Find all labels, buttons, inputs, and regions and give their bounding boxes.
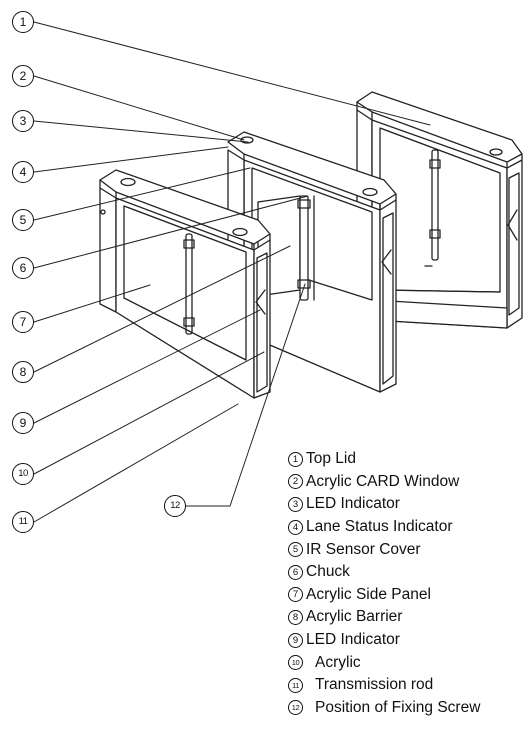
callout-10-marker: 10 <box>12 463 34 485</box>
legend-label: Position of Fixing Screw <box>315 698 481 716</box>
callout-number: 12 <box>170 500 180 512</box>
callout-number: 1 <box>19 15 27 29</box>
legend-label: Chuck <box>306 563 350 581</box>
callout-3-marker: 3 <box>12 110 34 132</box>
callout-7-marker: 7 <box>12 311 34 333</box>
legend-item: 10 Acrylic <box>288 651 480 674</box>
callout-12-marker: 12 <box>164 495 186 517</box>
callout-number: 4 <box>19 165 27 179</box>
callout-2-marker: 2 <box>12 65 34 87</box>
legend-item: 12 Position of Fixing Screw <box>288 697 480 720</box>
callout-number: 3 <box>19 114 27 128</box>
callout-number: 2 <box>19 69 27 83</box>
legend-number: 1 <box>288 451 303 467</box>
legend-label: LED Indicator <box>306 631 400 649</box>
legend-label: Lane Status Indicator <box>306 518 453 536</box>
callout-4-marker: 4 <box>12 161 34 183</box>
legend-number: 8 <box>288 609 303 625</box>
callout-number: 8 <box>19 365 27 379</box>
callout-9-marker: 9 <box>12 412 34 434</box>
legend-label: LED Indicator <box>306 495 400 513</box>
legend-number: 2 <box>288 474 303 490</box>
callout-11-marker: 11 <box>12 511 34 533</box>
legend-number: 6 <box>288 564 303 580</box>
legend-number: 7 <box>288 587 303 603</box>
callout-number: 9 <box>19 416 27 430</box>
legend-number: 12 <box>288 700 303 716</box>
callout-number: 7 <box>19 315 27 329</box>
legend-item: 11 Transmission rod <box>288 674 480 697</box>
callout-8-marker: 8 <box>12 361 34 383</box>
callout-number: 11 <box>18 516 28 528</box>
legend-label: Acrylic <box>315 653 361 671</box>
legend-number: 11 <box>288 677 303 693</box>
legend-label: Acrylic Barrier <box>306 608 403 626</box>
callout-number: 5 <box>19 213 27 227</box>
legend-label: Acrylic CARD Window <box>306 472 460 490</box>
callout-number: 10 <box>18 468 28 480</box>
legend-label: Top Lid <box>306 450 356 468</box>
callout-5-marker: 5 <box>12 209 34 231</box>
legend-number: 10 <box>288 655 303 671</box>
callout-1-marker: 1 <box>12 11 34 33</box>
leader-lines <box>33 21 431 523</box>
legend-number: 3 <box>288 496 303 512</box>
legend-number: 9 <box>288 632 303 648</box>
legend-label: Acrylic Side Panel <box>306 585 431 603</box>
legend-number: 4 <box>288 519 303 535</box>
legend-number: 5 <box>288 542 303 558</box>
legend-label: Transmission rod <box>315 676 434 694</box>
callout-6-marker: 6 <box>12 257 34 279</box>
legend-label: IR Sensor Cover <box>306 540 421 558</box>
callout-number: 6 <box>19 261 27 275</box>
